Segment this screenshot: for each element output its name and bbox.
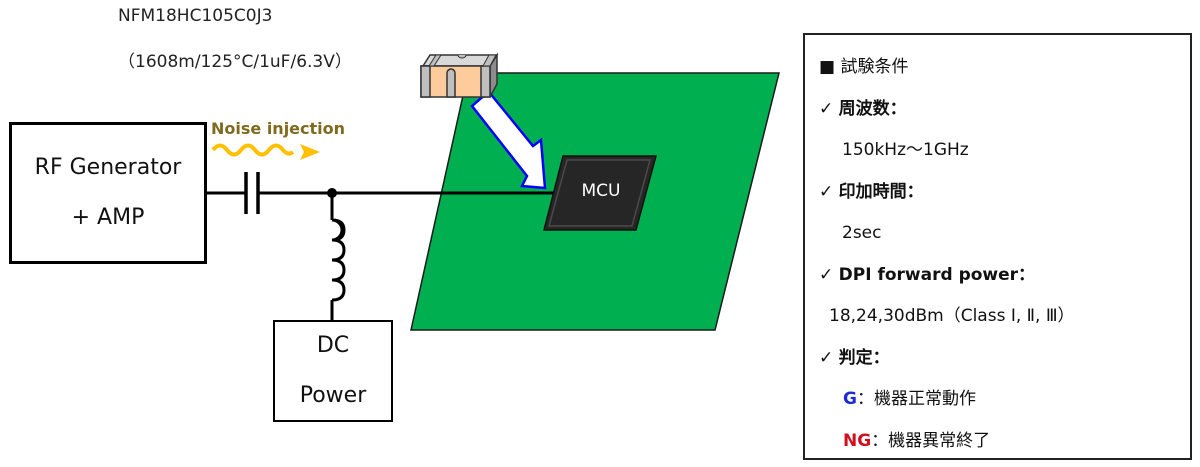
mcu-chip [543, 155, 657, 231]
condition-frequency: ✓ 周波数： [819, 89, 1190, 131]
condition-value: 18,24,30dBm（Class Ⅰ, Ⅱ, Ⅲ） [829, 306, 1075, 326]
inductor-coil [331, 218, 346, 302]
condition-label: DPI forward power： [838, 264, 1036, 285]
check-icon: ✓ [819, 347, 834, 368]
mcu-label: MCU [581, 181, 621, 201]
judgement-ng: NG：機器異常終了 [819, 421, 1190, 463]
condition-label: 周波数： [838, 98, 907, 119]
judgement-g: G：機器正常動作 [819, 379, 1190, 421]
power-label: Power [299, 383, 367, 408]
condition-dpi-power: ✓ DPI forward power： [819, 255, 1190, 297]
test-conditions-panel: ■ 試験条件 ✓ 周波数： 150kHz〜1GHz ✓ 印加時間： 2sec ✓… [803, 33, 1192, 460]
judgement-ng-code: NG [843, 430, 872, 451]
component-part-number: NFM18HC105C0J3 [118, 6, 273, 26]
condition-label: 印加時間： [838, 181, 924, 202]
noise-injection-label: Noise injection [211, 119, 346, 138]
condition-value: 2sec [842, 223, 882, 243]
check-icon: ✓ [819, 98, 834, 119]
dc-power-box: DC Power [273, 320, 393, 422]
noise-wave-icon [211, 143, 295, 157]
check-icon: ✓ [819, 181, 834, 202]
mcu-chip-bevel [548, 159, 651, 227]
condition-value: 150kHz〜1GHz [842, 140, 969, 160]
judgement-g-text: ：機器正常動作 [856, 389, 976, 409]
condition-judgement: ✓ 判定： [819, 338, 1190, 380]
component-to-mcu-arrow [470, 90, 547, 190]
panel-title: ■ 試験条件 [819, 57, 909, 77]
judgement-ng-text: ：機器異常終了 [871, 430, 991, 451]
check-icon: ✓ [819, 264, 834, 285]
condition-duration: ✓ 印加時間： [819, 172, 1190, 214]
amp-label: + AMP [71, 205, 145, 230]
noise-arrowhead-icon [300, 144, 320, 160]
chip-component-icon [420, 52, 499, 98]
rf-generator-label: RF Generator [34, 155, 182, 180]
judgement-g-code: G [843, 389, 857, 409]
component-spec: （1608m/125°C/1uF/6.3V） [118, 52, 352, 72]
rf-generator-box: RF Generator + AMP [9, 122, 207, 264]
dc-label: DC [316, 333, 350, 358]
condition-label: 判定： [838, 347, 890, 368]
